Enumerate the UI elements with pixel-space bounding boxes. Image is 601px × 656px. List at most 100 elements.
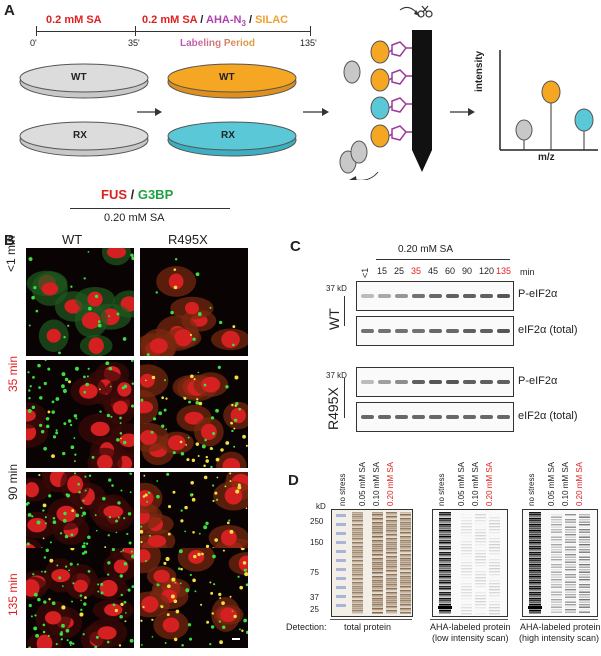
scale-bar [232, 638, 240, 640]
timepoint-label: 15 [377, 266, 388, 276]
lane-label: 0.20 mM SA [485, 461, 494, 506]
lane-label: no stress [527, 473, 536, 506]
wt-bracket [344, 296, 345, 326]
blot-band [395, 380, 408, 384]
panel-c-condition: 0.20 mM SA [398, 244, 454, 255]
title-fus: FUS [101, 187, 127, 202]
mw-marker: 150 [310, 538, 324, 547]
timeline-t0: 0' [30, 38, 37, 48]
panel-a-diagram [19, 5, 598, 180]
label-p-eif2a-wt: P-eIF2α [518, 288, 558, 300]
timeline-t135: 135' [300, 38, 317, 48]
timepoint-label: 90 [462, 266, 473, 276]
dish-rx-before [19, 121, 149, 157]
dish-rx-label-1: RX [73, 130, 87, 141]
lane-label: 0.05 mM SA [457, 461, 466, 506]
micrograph-r495x-2 [140, 360, 248, 468]
timeline-sa: 0.2 mM SA [142, 14, 198, 26]
lane-label: 0.05 mM SA [358, 461, 367, 506]
kd-label: kD [316, 502, 326, 511]
panel-a-letter: A [4, 2, 15, 19]
timeline-silac: SILAC [255, 14, 289, 26]
blot-band [463, 329, 476, 333]
row-label-4: 135 min [6, 573, 20, 616]
blot-band [497, 380, 510, 384]
lane-label: no stress [437, 473, 446, 506]
lane-label: 0.10 mM SA [561, 461, 570, 506]
blot-band [463, 380, 476, 384]
timeline-slash-2: / [245, 14, 256, 26]
timeline-tick-0 [36, 26, 37, 36]
blot-band [463, 294, 476, 298]
label-eif2a-total-wt: eIF2α (total) [518, 324, 578, 336]
mw-marker: 75 [310, 568, 319, 577]
dish-wt-label-1: WT [71, 72, 87, 83]
dish-wt-before [19, 63, 149, 99]
gel-aha-low [432, 509, 508, 617]
micrograph-wt-2 [26, 360, 134, 468]
bound-protein-2 [370, 68, 412, 92]
micrograph-r495x-4 [140, 548, 248, 648]
panel-b-title: FUS / G3BP [101, 187, 173, 202]
row-label-1: <1 min [4, 235, 18, 272]
blot-band [412, 294, 425, 298]
lane-label: 0.10 mM SA [471, 461, 480, 506]
gel-aha-high [522, 509, 598, 617]
title-g3bp: G3BP [137, 187, 174, 202]
blot-band [429, 329, 442, 333]
label-wt-blot: WT [326, 308, 342, 330]
mw-marker: 37 [310, 593, 319, 602]
lane-label: 0.20 mM SA [386, 461, 395, 506]
blot-band [480, 380, 493, 384]
ms-xlabel: m/z [538, 152, 555, 163]
dish-wt-after [167, 63, 297, 99]
blot-band [429, 380, 442, 384]
timeline-aha: AHA-N [206, 14, 242, 26]
blot-band [378, 294, 391, 298]
label-eif2a-total-r495x: eIF2α (total) [518, 410, 578, 422]
lane-label: 0.05 mM SA [547, 461, 556, 506]
label-p-eif2a-r495x: P-eIF2α [518, 375, 558, 387]
blot-band [429, 415, 442, 419]
lane-label: 0.20 mM SA [575, 461, 584, 506]
timepoint-label: 45 [428, 266, 439, 276]
blot-wt-eif2a-total [356, 316, 514, 346]
mw-marker: 250 [310, 517, 324, 526]
label-r495x-blot: R495X [325, 387, 341, 430]
blot-band [361, 294, 374, 298]
timeline-seg2-label: 0.2 mM SA / AHA-N3 / SILAC [142, 14, 288, 28]
blot-band [446, 329, 459, 333]
detect-aha-high-2: (high intensity scan) [519, 633, 600, 643]
dish-wt-label-2: WT [219, 72, 235, 83]
micrograph-wt-4 [26, 548, 134, 648]
timeline-tick-135 [310, 26, 311, 36]
timepoint-label: 25 [394, 266, 405, 276]
micrograph-wt-1 [26, 248, 134, 356]
panel-b-letter: B [4, 232, 15, 249]
blot-r495x-p-eif2a [356, 367, 514, 397]
timepoint-label: 120 [479, 266, 495, 276]
title-slash: / [127, 187, 138, 202]
kd-marker-wt: 37 kD [326, 284, 347, 293]
detect-total-protein: total protein [344, 622, 392, 632]
detect-aha-low-1: AHA-labeled protein [430, 622, 511, 632]
micrograph-r495x-1 [140, 248, 248, 356]
detection-label: Detection: [286, 622, 327, 632]
bound-protein-3 [370, 96, 412, 120]
panel-d-letter: D [288, 472, 299, 489]
timepoint-label: 35 [411, 266, 422, 276]
gel-total-protein [331, 509, 413, 617]
blot-band [412, 415, 425, 419]
mw-marker: 25 [310, 605, 319, 614]
row-label-3: 90 min [6, 463, 20, 500]
blot-band [480, 415, 493, 419]
blot-band [480, 294, 493, 298]
blot-band [361, 415, 374, 419]
dish-rx-label-2: RX [221, 130, 235, 141]
blot-band [395, 415, 408, 419]
bound-protein-4 [370, 124, 412, 148]
detect-aha-low-2: (low intensity scan) [432, 633, 509, 643]
timepoint-label: 135 [496, 266, 512, 276]
panel-c-condition-line [376, 259, 510, 260]
col-label-r495x: R495X [168, 232, 208, 247]
